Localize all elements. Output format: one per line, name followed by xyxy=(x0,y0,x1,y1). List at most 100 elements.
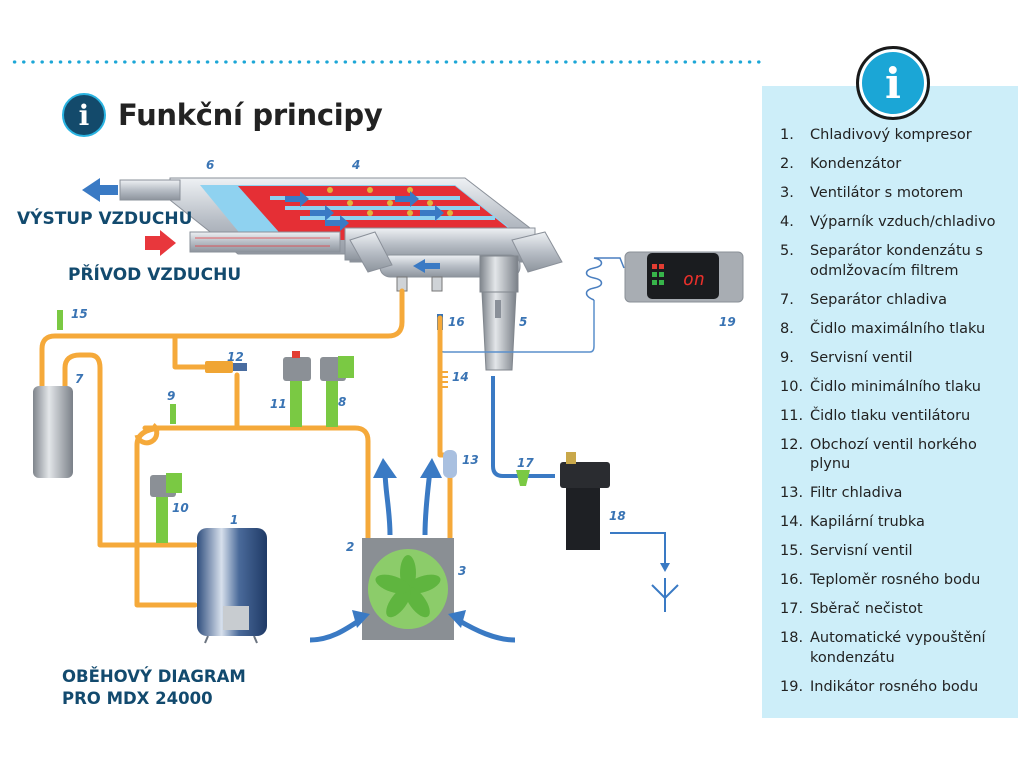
legend-item-number: 9. xyxy=(780,349,794,366)
capillary-coil xyxy=(585,257,625,301)
dew-point-indicator: on xyxy=(624,251,744,303)
legend-item: 5. Separátor kondenzátu s odmlžovacím fil… xyxy=(780,242,1016,281)
hot-gas-bypass-valve xyxy=(205,361,233,373)
component-number-9: 9 xyxy=(167,389,176,403)
component-number-10: 10 xyxy=(172,501,189,515)
legend-item-text: Separátor chladiva xyxy=(810,291,947,308)
legend-panel xyxy=(762,86,1018,718)
legend-item: 4. Výparník vzduch/chladivo xyxy=(780,213,1016,233)
legend-item-number: 11. xyxy=(780,407,804,424)
circulation-diagram: on xyxy=(33,177,744,644)
legend-item-text: Čidlo maximálního tlaku xyxy=(810,320,986,337)
legend-item: 8. Čidlo maximálního tlaku xyxy=(780,320,1016,340)
component-number-4: 4 xyxy=(352,158,361,172)
legend-item-text: Chladivový kompresor xyxy=(810,127,972,143)
legend-item-number: 19. xyxy=(780,678,804,695)
legend-item-number: 5. xyxy=(780,243,794,259)
legend-item: 18. Automatické vypouštění kondenzátu xyxy=(780,629,1016,668)
component-number-7: 7 xyxy=(75,372,84,386)
max-pressure-sensor xyxy=(320,356,354,427)
legend-item-text: Výparník vzduch/chladivo xyxy=(810,214,996,230)
legend-item-text: Servisní ventil xyxy=(810,543,913,559)
min-pressure-sensor xyxy=(150,473,182,543)
automatic-condensate-drain xyxy=(560,452,610,550)
legend-item-text: Sběrač nečistot xyxy=(810,601,923,617)
component-number-2: 2 xyxy=(346,540,355,554)
air-inlet-arrow xyxy=(145,230,176,256)
legend-item: 14.Kapilární trubka xyxy=(780,513,1016,533)
legend-item: 10. Čidlo minimálního tlaku xyxy=(780,378,1016,398)
component-number-12: 12 xyxy=(227,350,244,364)
air-outlet-label: VÝSTUP VZDUCHU xyxy=(17,209,193,229)
legend-item-number: 2. xyxy=(780,156,794,172)
legend-item: 16. Teploměr rosného bodu xyxy=(780,571,1016,591)
fan-pressure-sensor xyxy=(283,351,311,427)
legend-item: 3. Ventilátor s motorem xyxy=(780,184,1016,204)
component-number-1: 1 xyxy=(230,513,239,527)
legend-item: 19. Indikátor rosného bodu xyxy=(780,678,1016,698)
legend-item-text: Kondenzátor xyxy=(810,156,902,172)
legend-item: 11. Čidlo tlaku ventilátoru xyxy=(780,407,1016,427)
refrigerant-filter xyxy=(443,450,457,478)
legend-item-number: 10. xyxy=(780,378,804,395)
legend-item-number: 4. xyxy=(780,214,794,230)
page-header: i Funkční principy xyxy=(62,93,383,137)
legend-item-text: Indikátor rosného bodu xyxy=(810,678,979,695)
legend-list: 1. Chladivový kompresor 2. Kondenzátor 3. V… xyxy=(780,126,1016,707)
legend-item: 1. Chladivový kompresor xyxy=(780,126,1016,146)
legend-item-text: Ventilátor s motorem xyxy=(810,185,964,201)
legend-item: 13. Filtr chladiva xyxy=(780,484,1016,504)
legend-item-number: 3. xyxy=(780,185,794,201)
component-number-3: 3 xyxy=(458,564,467,578)
service-valve-9 xyxy=(170,404,176,424)
component-number-13: 13 xyxy=(462,453,479,467)
component-number-19: 19 xyxy=(719,315,736,329)
component-number-11: 11 xyxy=(270,397,287,411)
legend-item-text: Obchozí ventil horkého plynu xyxy=(810,436,977,473)
component-number-15: 15 xyxy=(71,307,88,321)
legend-item-number: 16. xyxy=(780,572,804,588)
legend-item: 2. Kondenzátor xyxy=(780,155,1016,175)
indicator-display: on xyxy=(683,269,705,290)
legend-item-number: 14. xyxy=(780,514,804,530)
legend-item-text: Separátor kondenzátu s odmlžovacím filtr… xyxy=(810,243,983,279)
legend-item-number: 7. xyxy=(780,291,794,308)
air-outlet-arrow xyxy=(82,178,118,202)
legend-item-number: 8. xyxy=(780,320,794,337)
component-number-14: 14 xyxy=(452,370,469,384)
legend-item-number: 15. xyxy=(780,543,804,559)
diagram-title-line-2: PRO MDX 24000 xyxy=(62,689,213,708)
legend-item-number: 13. xyxy=(780,485,804,501)
component-number-6: 6 xyxy=(206,158,215,172)
condensate-separator xyxy=(479,255,519,371)
legend-item-text: Servisní ventil xyxy=(810,349,913,366)
component-number-18: 18 xyxy=(609,509,626,523)
component-number-16: 16 xyxy=(448,315,465,329)
legend-item-number: 18. xyxy=(780,630,804,646)
refrigerant-compressor xyxy=(197,528,267,644)
info-icon: i xyxy=(62,93,106,137)
legend-item-text: Čidlo minimálního tlaku xyxy=(810,378,981,395)
dotted-divider xyxy=(10,60,765,64)
dirt-trap xyxy=(516,470,530,486)
legend-item-text: Automatické vypouštění kondenzátu xyxy=(810,630,986,666)
page-title: Funkční principy xyxy=(118,98,383,132)
legend-item-text: Čidlo tlaku ventilátoru xyxy=(810,407,971,424)
legend-item: 17. Sběrač nečistot xyxy=(780,600,1016,620)
evaporator-heat-exchanger xyxy=(82,177,563,292)
legend-item-text: Teploměr rosného bodu xyxy=(810,572,981,588)
diagram-title: OBĚHOVÝ DIAGRAM PRO MDX 24000 xyxy=(62,666,246,710)
legend-item-number: 1. xyxy=(780,127,794,143)
legend-item-number: 17. xyxy=(780,601,804,617)
legend-item: 7. Separátor chladiva xyxy=(780,291,1016,311)
condensate-drain-line xyxy=(491,376,555,478)
legend-item-text: Filtr chladiva xyxy=(810,485,903,501)
legend-item: 12.Obchozí ventil horkého plynu xyxy=(780,436,1016,475)
service-valve-15 xyxy=(57,310,63,330)
condenser-with-fan xyxy=(362,538,454,640)
component-number-17: 17 xyxy=(517,456,534,470)
legend-item: 9. Servisní ventil xyxy=(780,349,1016,369)
air-inlet-label: PŘÍVOD VZDUCHU xyxy=(68,265,242,285)
component-number-8: 8 xyxy=(338,395,347,409)
legend-item: 15. Servisní ventil xyxy=(780,542,1016,562)
